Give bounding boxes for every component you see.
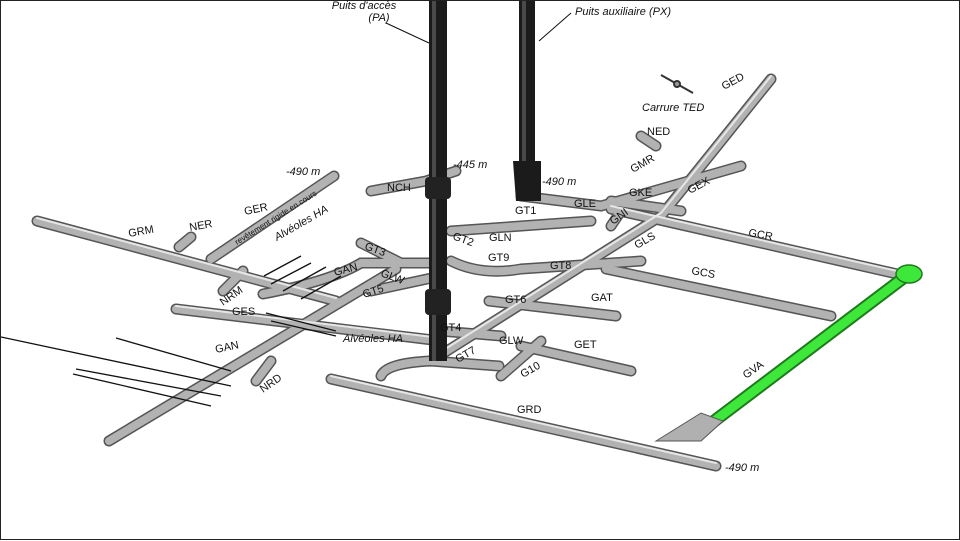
gallery-gke	[607, 197, 685, 215]
pa-code: (PA)	[368, 12, 390, 24]
label-gt9: GT9	[488, 252, 509, 264]
label-gt4: GT4	[440, 322, 461, 334]
label-gt6: GT6	[505, 294, 526, 306]
gallery-gcr	[607, 205, 910, 280]
label-nch: NCH	[387, 182, 411, 194]
label-ges: GES	[232, 306, 255, 318]
gallery-gan-upper	[259, 259, 435, 298]
depth-445: -445 m	[453, 159, 487, 171]
gallery-gt9-gt8	[447, 257, 645, 276]
label-gle: GLE	[574, 198, 596, 210]
gallery-gan-lower	[105, 265, 400, 445]
carrure-ted: Carrure TED	[642, 102, 704, 114]
label-ger: GER	[243, 201, 269, 218]
gallery-grd	[327, 375, 720, 470]
depth-490-left: -490 m	[286, 166, 320, 178]
depth-490-px: -490 m	[542, 176, 576, 188]
gallery-gt2-gln	[447, 217, 595, 235]
shaft-leaders	[385, 12, 572, 44]
gallery-gcs	[602, 265, 835, 320]
label-gcr: GCR	[747, 227, 773, 243]
label-ged: GED	[720, 71, 747, 93]
shaft-px	[513, 1, 541, 201]
px-name: Puits auxiliaire (PX)	[575, 6, 671, 18]
alveoles-lines	[1, 255, 342, 407]
label-gln: GLN	[489, 232, 512, 244]
gallery-nrm	[219, 267, 247, 295]
gallery-get	[517, 342, 635, 375]
label-gmr: GMR	[629, 152, 657, 175]
alveoles-ha-2: Alvéoles HA	[342, 333, 403, 345]
gallery-gt6	[485, 297, 620, 320]
shaft-pa	[425, 1, 451, 361]
label-gan-lower: GAN	[214, 339, 240, 356]
label-gt8: GT8	[550, 260, 571, 272]
label-glw-lower: GLW	[499, 335, 524, 347]
label-gat: GAT	[591, 292, 613, 304]
carrure-ted-symbol	[660, 74, 694, 94]
label-gt1: GT1	[515, 205, 536, 217]
label-ned: NED	[647, 126, 670, 138]
label-gan-upper: GAN	[333, 261, 359, 279]
label-gke: GKE	[629, 187, 652, 199]
label-gt3: GT3	[363, 241, 387, 260]
label-get: GET	[574, 339, 597, 351]
gallery-ner	[175, 233, 195, 251]
pa-name: Puits d'accès	[332, 1, 397, 12]
gallery-ger	[207, 172, 338, 263]
gallery-ned	[637, 132, 660, 150]
gallery-gle-gex	[517, 162, 745, 211]
depth-490-bottom: -490 m	[725, 462, 759, 474]
label-ner: NER	[188, 218, 213, 234]
gallery-gt7	[377, 356, 503, 380]
gallery-glw-gls-ged	[427, 75, 775, 365]
gallery-g10	[497, 337, 545, 380]
tunnel-fills	[33, 75, 910, 470]
label-gcs: GCS	[690, 265, 716, 281]
label-grd: GRD	[517, 404, 542, 416]
gallery-gva	[654, 264, 923, 442]
gallery-gt3	[357, 239, 405, 267]
label-grm: GRM	[127, 224, 154, 240]
gallery-nrd	[252, 357, 275, 385]
labels: Puits d'accès (PA) Puits auxiliaire (PX)…	[127, 1, 773, 474]
